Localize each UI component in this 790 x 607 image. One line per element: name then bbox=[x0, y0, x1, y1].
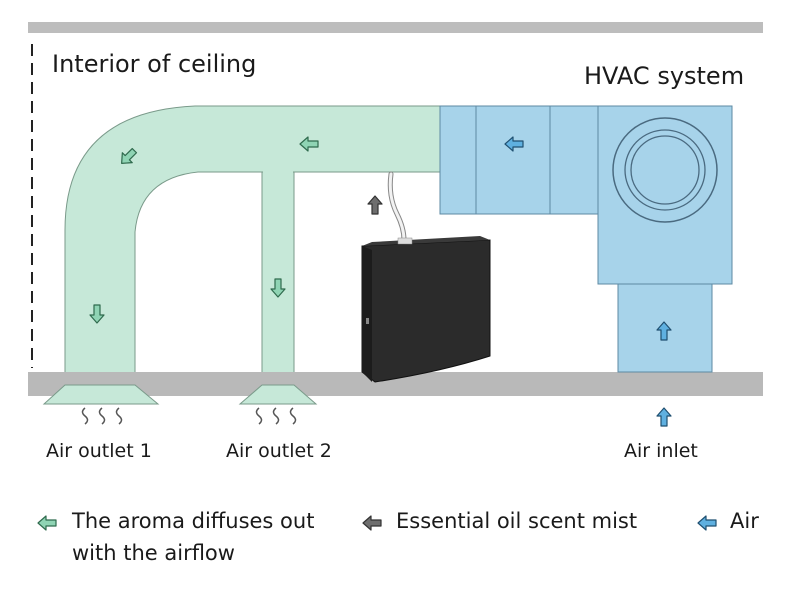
aroma-diffuser-device bbox=[361, 236, 491, 383]
legend-aroma-text-line2: with the airflow bbox=[72, 541, 235, 565]
air-outlet-1-label: Air outlet 1 bbox=[46, 440, 152, 462]
top-ceiling-bar bbox=[28, 22, 763, 33]
legend-aroma-text-line1: The aroma diffuses out bbox=[72, 509, 315, 533]
main-duct bbox=[64, 105, 441, 386]
hvac-filter-box bbox=[439, 105, 599, 215]
air-arrow-inlet bbox=[656, 407, 672, 427]
legend-air-arrow bbox=[697, 515, 717, 531]
legend-scent-text: Essential oil scent mist bbox=[396, 509, 638, 533]
outlet-1-waves bbox=[81, 407, 123, 425]
hvac-system-label: HVAC system bbox=[584, 62, 745, 90]
outlet-1-diffuser bbox=[42, 384, 160, 405]
legend-aroma-arrow bbox=[37, 515, 57, 531]
outlet-2-diffuser bbox=[238, 384, 318, 405]
hvac-fan-box bbox=[597, 105, 733, 285]
air-outlet-2-label: Air outlet 2 bbox=[226, 440, 332, 462]
legend-air-text: Air bbox=[730, 509, 759, 533]
legend-scent-arrow bbox=[362, 515, 382, 531]
interior-ceiling-label: Interior of ceiling bbox=[52, 50, 257, 78]
air-inlet-label: Air inlet bbox=[624, 440, 698, 462]
fan-circle bbox=[612, 117, 718, 223]
outlet-2-waves bbox=[255, 407, 297, 425]
scent-arrow-up bbox=[367, 195, 383, 215]
